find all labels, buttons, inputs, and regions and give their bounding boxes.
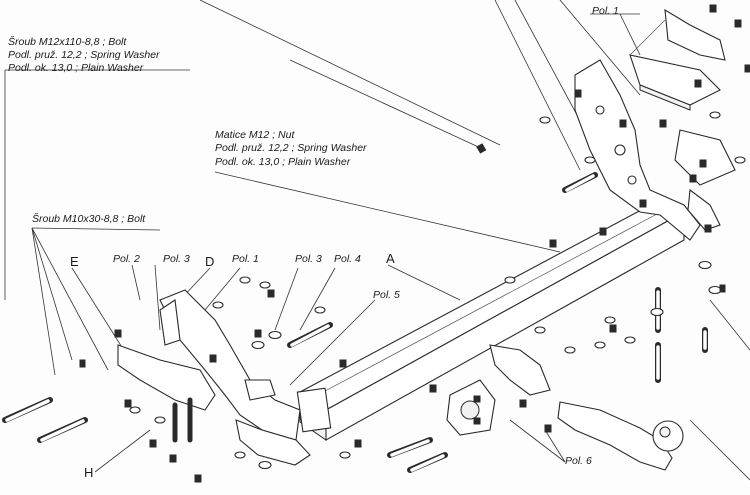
- bolt-m12-label: Šroub M12x110-8,8 ; Bolt: [8, 36, 127, 48]
- leader-lines: [4, 0, 750, 481]
- plain-washer-top-label: Podl. ok. 13,0 ; Plain Washer: [8, 62, 144, 74]
- left-bracket: [117, 289, 311, 466]
- pol5-label: Pol. 5: [373, 289, 400, 301]
- nut-m12-label: Matice M12 ; Nut: [215, 129, 295, 141]
- letter-e-label: E: [70, 254, 79, 269]
- spring-washer-mid-label: Podl. pruž. 12,2 ; Spring Washer: [215, 142, 367, 154]
- letter-a-label: A: [386, 251, 395, 266]
- fasteners: [2, 4, 750, 483]
- pol3-mid-label: Pol. 3: [295, 253, 322, 265]
- bolt-m10-label: Šroub M10x30-8,8 ; Bolt: [32, 213, 146, 225]
- pol4-label: Pol. 4: [334, 253, 361, 265]
- pol3-left-label: Pol. 3: [163, 253, 190, 265]
- main-tube: [296, 199, 686, 441]
- letter-h-label: H: [84, 465, 94, 480]
- plain-washer-mid-label: Podl. ok. 13,0 ; Plain Washer: [215, 156, 351, 168]
- pol6-label: Pol. 6: [565, 455, 592, 467]
- pol2-label: Pol. 2: [113, 253, 140, 265]
- socket-plate: [446, 379, 496, 436]
- top-bracket: [629, 8, 736, 231]
- letter-d-label: D: [205, 254, 215, 269]
- pol1-mid-label: Pol. 1: [232, 253, 259, 265]
- spring-washer-top-label: Podl. pruž. 12,2 ; Spring Washer: [8, 49, 160, 61]
- pol1-top-label: Pol. 1: [592, 5, 619, 17]
- tow-ball: [489, 344, 684, 471]
- right-bracket: [574, 59, 701, 241]
